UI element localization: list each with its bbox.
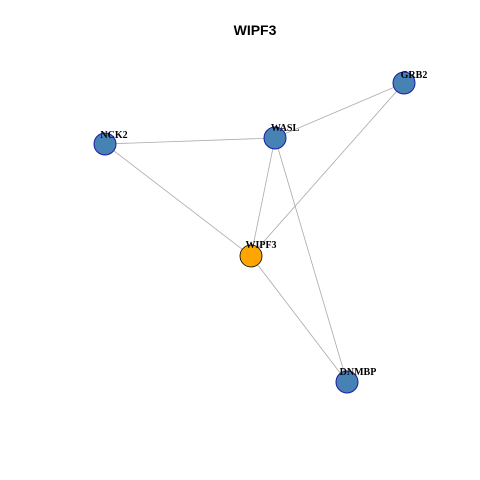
- node-nck2: NCK2: [93, 130, 128, 156]
- node-circle-dnmbp: [335, 370, 359, 394]
- edge-group: [104, 82, 405, 383]
- node-circle-grb2: [392, 71, 416, 95]
- edge-grb2-wipf3: [250, 82, 405, 257]
- edge-wasl-wipf3: [250, 137, 276, 257]
- node-circle-nck2: [93, 132, 117, 156]
- node-label-grb2: GRB2: [401, 70, 428, 81]
- node-wipf3: WIPF3: [239, 240, 277, 268]
- edge-nck2-wipf3: [104, 143, 252, 257]
- edge-nck2-wasl: [104, 137, 276, 145]
- node-circle-wasl: [263, 126, 287, 150]
- diagram-title: WIPF3: [234, 22, 277, 38]
- node-dnmbp: DNMBP: [335, 367, 377, 394]
- node-label-wasl: WASL: [271, 123, 300, 134]
- node-wasl: WASL: [263, 123, 300, 150]
- node-label-dnmbp: DNMBP: [340, 367, 377, 378]
- node-circle-wipf3: [239, 244, 263, 268]
- edge-wasl-grb2: [274, 82, 405, 139]
- edge-wasl-dnmbp: [274, 137, 348, 383]
- edge-wipf3-dnmbp: [250, 255, 348, 383]
- node-label-wipf3: WIPF3: [245, 240, 276, 251]
- node-grb2: GRB2: [392, 70, 428, 95]
- node-label-nck2: NCK2: [100, 130, 127, 141]
